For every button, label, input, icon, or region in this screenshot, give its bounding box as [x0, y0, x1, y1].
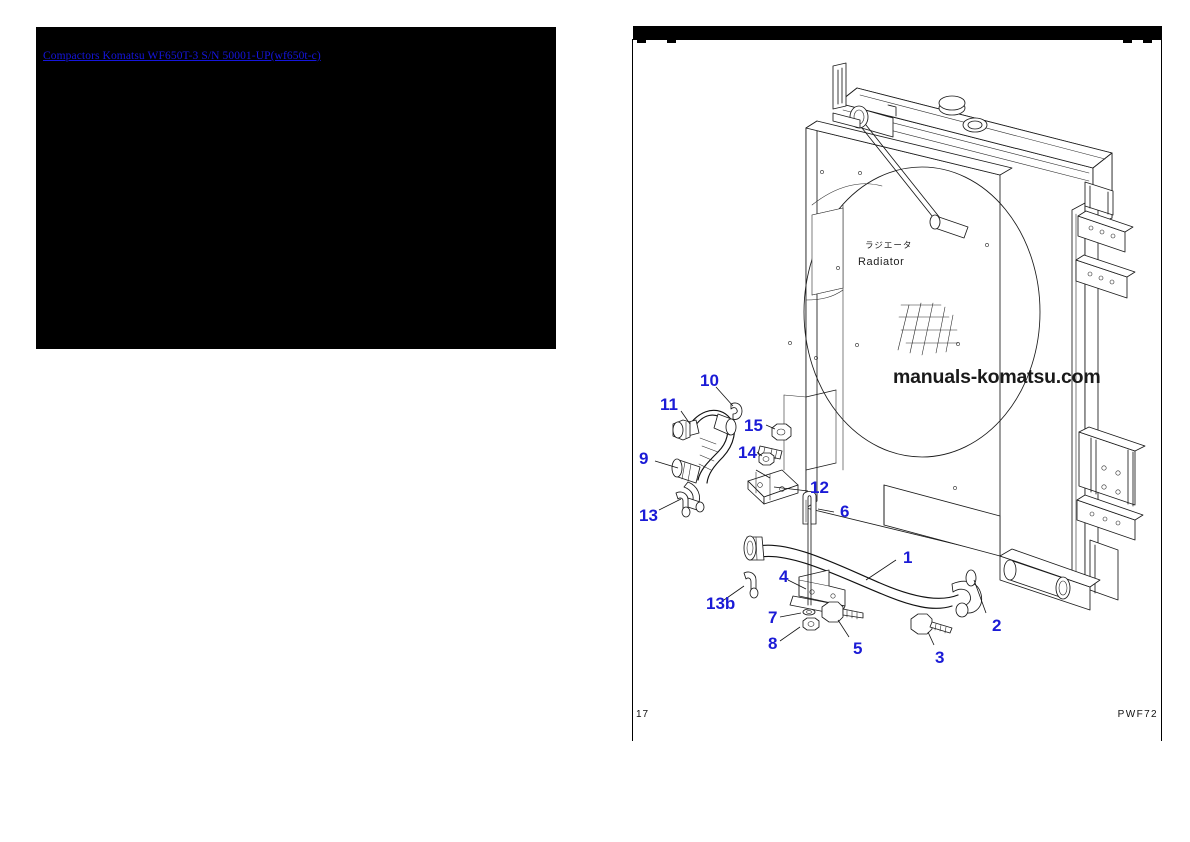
top-bar-notch	[667, 39, 676, 43]
callout-15: 15	[744, 416, 763, 435]
hose-bracket-assembly	[789, 507, 953, 635]
top-bar-notch	[1143, 39, 1152, 43]
radiator-label-english: Radiator	[858, 256, 904, 268]
mount-plate-12	[747, 423, 799, 505]
radiator-housing	[783, 62, 1113, 557]
callout-12: 12	[810, 478, 829, 497]
callout-leader-lines	[654, 386, 987, 646]
callout-14: 14	[738, 443, 757, 462]
callout-3: 3	[935, 648, 944, 667]
callout-11: 11	[660, 395, 678, 414]
callout-numbers: 1 2 3 4 5 6 7 8 9 10 11 12 13 13b 14 15	[639, 371, 1001, 667]
callout-13: 13	[639, 506, 658, 525]
left-content-panel: Compactors Komatsu WF650T-3 S/N 50001-UP…	[36, 27, 556, 349]
radiator-assembly-drawing: 1 2 3 4 5 6 7 8 9 10 11 12 13 13b 14 15 …	[639, 62, 1146, 667]
callout-2: 2	[992, 616, 1001, 635]
parts-diagram-panel: 1 2 3 4 5 6 7 8 9 10 11 12 13 13b 14 15 …	[632, 26, 1164, 742]
lower-radiator-hose	[743, 535, 983, 618]
upper-hose-assembly	[671, 409, 737, 513]
diagram-page-frame	[632, 39, 1162, 741]
radiator-label-japanese: ラジエータ	[865, 241, 912, 251]
hose-clamp-13-lower	[743, 571, 759, 599]
page-number: 17	[636, 709, 650, 720]
callout-6: 6	[840, 502, 849, 521]
callout-8: 8	[768, 634, 777, 653]
grille-hatch	[897, 302, 959, 356]
hose-clamp-6	[802, 491, 817, 525]
page-code: PWF72	[1117, 709, 1158, 720]
diagram-top-bar	[633, 26, 1162, 43]
radiator-outlet-stub	[1003, 559, 1071, 600]
top-bar-notch	[1123, 39, 1132, 43]
top-bar-notch	[637, 39, 646, 43]
callout-9: 9	[639, 449, 648, 468]
hose-clamp-10	[730, 402, 743, 420]
callout-7: 7	[768, 608, 777, 627]
callout-10: 10	[700, 371, 719, 390]
hose-clamp-13-left	[675, 491, 691, 518]
callout-1: 1	[903, 548, 912, 567]
breadcrumb-link[interactable]: Compactors Komatsu WF650T-3 S/N 50001-UP…	[43, 50, 321, 62]
callout-5: 5	[853, 639, 862, 658]
callout-13-lower: 13b	[706, 594, 735, 613]
callout-4: 4	[779, 567, 789, 586]
watermark-text: manuals-komatsu.com	[893, 366, 1101, 388]
right-side-frame	[999, 181, 1146, 611]
hose-clamp-2	[965, 569, 977, 587]
